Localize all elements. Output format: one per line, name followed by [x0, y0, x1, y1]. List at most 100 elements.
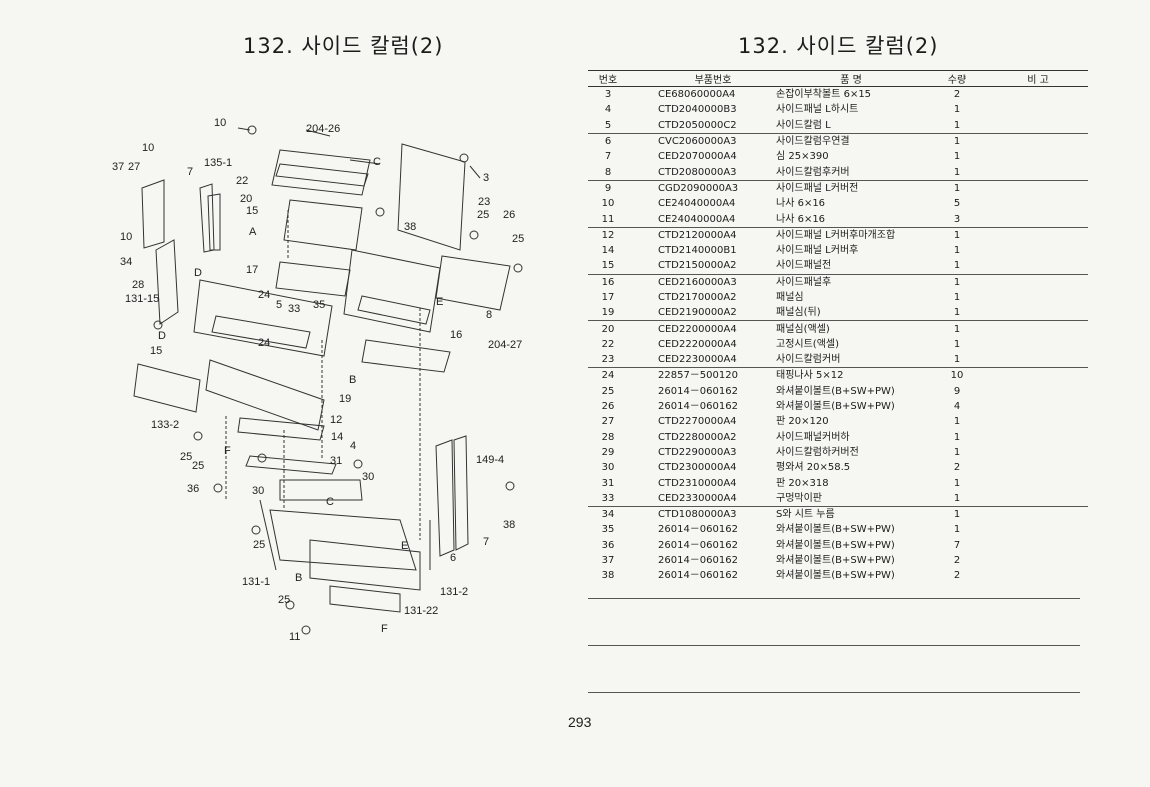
callout-label: 24 — [258, 337, 271, 349]
callout-label: D — [158, 330, 166, 342]
cell-no: 7 — [604, 151, 612, 163]
callout-label: F — [381, 623, 388, 635]
cell-remarks — [988, 102, 1088, 117]
cell-qty: 7 — [953, 539, 961, 551]
cell-part-no: CTD2120000A4 — [658, 229, 737, 241]
cell-qty: 3 — [926, 211, 988, 228]
callout-label: 131-1 — [242, 576, 271, 588]
cell-no: 5 — [588, 117, 628, 134]
cell-no: 27 — [601, 416, 615, 428]
empty-row-rule — [588, 598, 1080, 599]
callout-label: B — [295, 572, 303, 584]
cell-remarks — [988, 490, 1088, 508]
cell-remarks — [988, 538, 1088, 553]
cell-name: 패널심 — [776, 292, 804, 303]
callout-label: 10 — [142, 142, 155, 154]
cell-no: 26 — [601, 401, 615, 413]
cell-part-no: CED2220000A4 — [658, 338, 737, 350]
cell-name: 와셔붙이볼트(B+SW+PW) — [776, 401, 895, 413]
cell-part-no: CED2200000A4 — [658, 323, 737, 335]
cell-name: 사이드칼럼커버 — [768, 352, 926, 369]
cell-qty: 1 — [953, 292, 961, 303]
cell-name: 심 25×390 — [776, 151, 829, 163]
header-no: 번호 — [588, 70, 628, 87]
callout-label: 5 — [276, 299, 283, 311]
cell-no: 17 — [601, 292, 615, 303]
callout-label: 34 — [120, 256, 133, 268]
cell-name: 고정시트(액셀) — [776, 338, 840, 350]
cell-part-no: CTD2140000B1 — [658, 245, 737, 257]
table-row: 14 CTD2140000B1 사이드패널 L커버후 1 — [588, 243, 1088, 258]
cell-qty: 1 — [953, 323, 961, 335]
cell-no: 25 — [601, 385, 615, 397]
cell-remarks — [988, 149, 1088, 164]
cell-remarks — [988, 522, 1088, 537]
cell-name: 사이드패널 L커버후 — [776, 245, 859, 257]
cell-name: 나사 6×16 — [776, 198, 826, 210]
callout-label: 131-15 — [125, 293, 160, 305]
cell-name: 사이드칼럼하커버전 — [776, 446, 859, 458]
callout-label: 37 — [112, 161, 125, 173]
cell-no: 35 — [601, 524, 615, 536]
cell-qty: 1 — [953, 245, 961, 257]
header-part-no: 부품번호 — [628, 70, 768, 87]
cell-part-no: 26014－060162 — [658, 570, 738, 582]
cell-remarks — [988, 568, 1088, 583]
cell-no: 15 — [588, 258, 628, 275]
cell-remarks — [988, 368, 1088, 384]
empty-row-rule — [588, 645, 1080, 646]
callout-label: 30 — [252, 485, 265, 497]
cell-qty: 2 — [953, 555, 961, 567]
cell-qty: 1 — [926, 117, 988, 134]
empty-row-rule — [588, 692, 1080, 693]
cell-no: 31 — [601, 477, 615, 489]
callout-label: C — [373, 156, 381, 168]
cell-qty: 10 — [950, 370, 964, 382]
cell-no: 8 — [588, 164, 628, 181]
callout-label: 149-4 — [476, 454, 505, 466]
cell-remarks — [988, 352, 1088, 369]
cell-name: 패널심(뒤) — [768, 305, 926, 322]
cell-part-no: CTD2040000B3 — [658, 104, 737, 116]
cell-part-no: CED2070000A4 — [658, 151, 737, 163]
cell-part-no: CED2190000A2 — [628, 305, 768, 322]
cell-no: 19 — [588, 305, 628, 322]
cell-qty: 1 — [953, 136, 961, 148]
cell-qty: 2 — [953, 89, 961, 101]
cell-name: 나사 6×16 — [768, 211, 926, 228]
callout-label: 38 — [503, 519, 516, 531]
cell-remarks — [988, 321, 1088, 337]
callout-label: 25 — [278, 594, 291, 606]
cell-no: 14 — [601, 245, 615, 257]
cell-no: 16 — [601, 276, 615, 288]
callout-label: 14 — [331, 431, 344, 443]
cell-no: 24 — [601, 370, 615, 382]
cell-no: 34 — [601, 509, 615, 521]
callout-label: F — [224, 445, 231, 457]
cell-name: 판 20×318 — [776, 477, 829, 489]
cell-name: 구멍막이판 — [768, 490, 926, 508]
cell-name: 와셔붙이볼트(B+SW+PW) — [776, 385, 895, 397]
callout-label: 7 — [187, 166, 194, 178]
cell-remarks — [988, 553, 1088, 568]
cell-qty: 1 — [953, 509, 961, 521]
cell-qty: 1 — [953, 477, 961, 489]
callout-label: 30 — [362, 471, 375, 483]
cell-remarks — [988, 290, 1088, 305]
callout-label: 133-2 — [151, 419, 180, 431]
callout-label: 12 — [330, 414, 343, 426]
cell-qty: 4 — [953, 401, 961, 413]
callout-label: 28 — [132, 279, 145, 291]
